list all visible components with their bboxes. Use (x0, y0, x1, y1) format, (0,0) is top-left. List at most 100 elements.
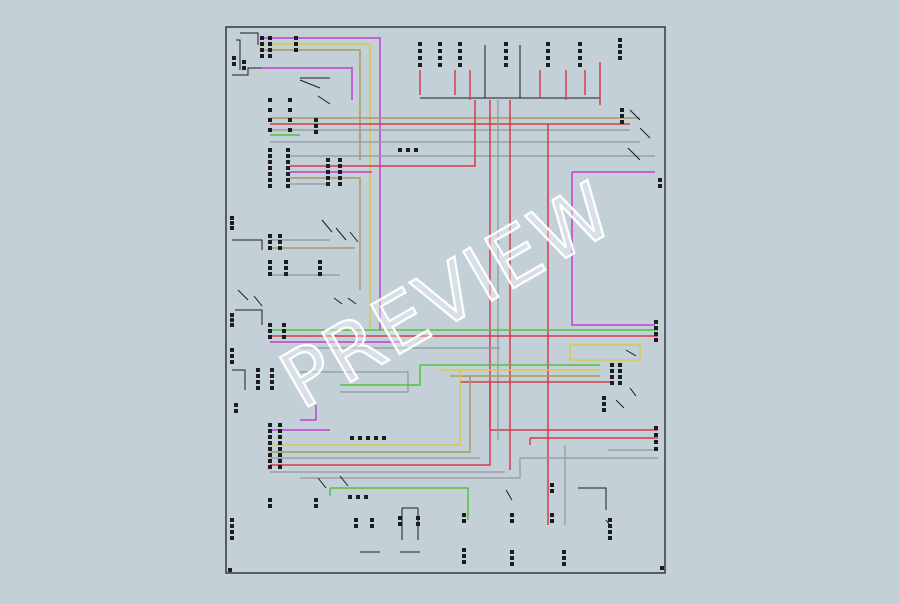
switch-contact-icon (629, 387, 637, 397)
terminal-dot-icon (510, 513, 514, 517)
terminal-dot-icon (618, 381, 622, 385)
terminal-dot-icon (268, 118, 272, 122)
terminal-dot-icon (620, 120, 624, 124)
terminal-dot-icon (294, 48, 298, 52)
terminal-dot-icon (654, 326, 658, 330)
terminal-dot-icon (268, 266, 272, 270)
terminal-dot-icon (660, 566, 664, 570)
wire-yellow-54 (270, 370, 461, 446)
terminal-dot-icon (326, 176, 330, 180)
terminal-dot-icon (618, 56, 622, 60)
terminal-dot-icon (268, 234, 272, 238)
terminal-dot-icon (268, 42, 272, 46)
terminal-dot-icon (282, 335, 286, 339)
terminal-dot-icon (314, 498, 318, 502)
terminal-dot-icon (294, 42, 298, 46)
terminal-dot-icon (268, 441, 272, 445)
terminal-dot-icon (278, 435, 282, 439)
terminal-dot-icon (654, 447, 658, 451)
terminal-dot-icon (462, 519, 466, 523)
terminal-dot-icon (610, 381, 614, 385)
terminal-dot-icon (458, 49, 462, 53)
terminal-dot-icon (326, 182, 330, 186)
switch-contact-icon (615, 399, 625, 409)
terminal-dot-icon (438, 63, 442, 67)
terminal-dot-icon (382, 436, 386, 440)
wire-black-0 (240, 32, 259, 45)
terminal-dot-icon (654, 320, 658, 324)
terminal-dot-icon (318, 266, 322, 270)
terminal-dot-icon (234, 409, 238, 413)
terminal-dot-icon (288, 98, 292, 102)
terminal-dot-icon (654, 426, 658, 430)
terminal-dot-icon (282, 329, 286, 333)
terminal-dot-icon (278, 234, 282, 238)
terminal-dot-icon (288, 128, 292, 132)
terminal-dot-icon (286, 154, 290, 158)
terminal-dot-icon (546, 49, 550, 53)
wire-yellow-45 (569, 344, 641, 361)
terminal-dot-icon (260, 42, 264, 46)
terminal-dot-icon (654, 332, 658, 336)
terminal-dot-icon (358, 436, 362, 440)
terminal-dot-icon (268, 329, 272, 333)
terminal-dot-icon (438, 56, 442, 60)
terminal-dot-icon (348, 495, 352, 499)
switch-contact-icon (627, 147, 641, 161)
terminal-dot-icon (278, 246, 282, 250)
terminal-dot-icon (268, 246, 272, 250)
terminal-dot-icon (418, 49, 422, 53)
terminal-dot-icon (398, 148, 402, 152)
wire-red-57 (270, 382, 491, 466)
terminal-dot-icon (462, 548, 466, 552)
terminal-dot-icon (268, 260, 272, 264)
terminal-dot-icon (286, 184, 290, 188)
terminal-dot-icon (510, 562, 514, 566)
terminal-dot-icon (234, 403, 238, 407)
switch-contact-icon (349, 231, 359, 243)
terminal-dot-icon (326, 170, 330, 174)
wire-green-50 (340, 365, 421, 386)
terminal-dot-icon (268, 108, 272, 112)
terminal-dot-icon (438, 42, 442, 46)
terminal-dot-icon (318, 260, 322, 264)
terminal-dot-icon (618, 44, 622, 48)
terminal-dot-icon (550, 513, 554, 517)
terminal-dot-icon (256, 380, 260, 384)
terminal-dot-icon (260, 54, 264, 58)
terminal-dot-icon (314, 504, 318, 508)
switch-contact-icon (237, 289, 249, 301)
terminal-dot-icon (550, 519, 554, 523)
terminal-dot-icon (268, 453, 272, 457)
terminal-dot-icon (268, 48, 272, 52)
terminal-dot-icon (658, 184, 662, 188)
terminal-dot-icon (618, 38, 622, 42)
terminal-dot-icon (268, 178, 272, 182)
terminal-dot-icon (458, 56, 462, 60)
terminal-dot-icon (286, 178, 290, 182)
terminal-dot-icon (462, 560, 466, 564)
wire-black-40 (235, 309, 263, 325)
terminal-dot-icon (504, 49, 508, 53)
terminal-dot-icon (230, 313, 234, 317)
terminal-dot-icon (338, 164, 342, 168)
switch-contact-icon (321, 219, 333, 233)
terminal-dot-icon (608, 530, 612, 534)
terminal-dot-icon (268, 240, 272, 244)
terminal-dot-icon (268, 504, 272, 508)
terminal-dot-icon (288, 118, 292, 122)
terminal-dot-icon (230, 518, 234, 522)
terminal-dot-icon (232, 56, 236, 60)
terminal-dot-icon (354, 524, 358, 528)
terminal-dot-icon (230, 530, 234, 534)
terminal-dot-icon (230, 348, 234, 352)
terminal-dot-icon (242, 66, 246, 70)
terminal-dot-icon (504, 42, 508, 46)
terminal-dot-icon (578, 63, 582, 67)
terminal-dot-icon (438, 49, 442, 53)
terminal-dot-icon (230, 221, 234, 225)
terminal-dot-icon (268, 166, 272, 170)
wire-black-2 (232, 67, 262, 76)
terminal-dot-icon (278, 441, 282, 445)
